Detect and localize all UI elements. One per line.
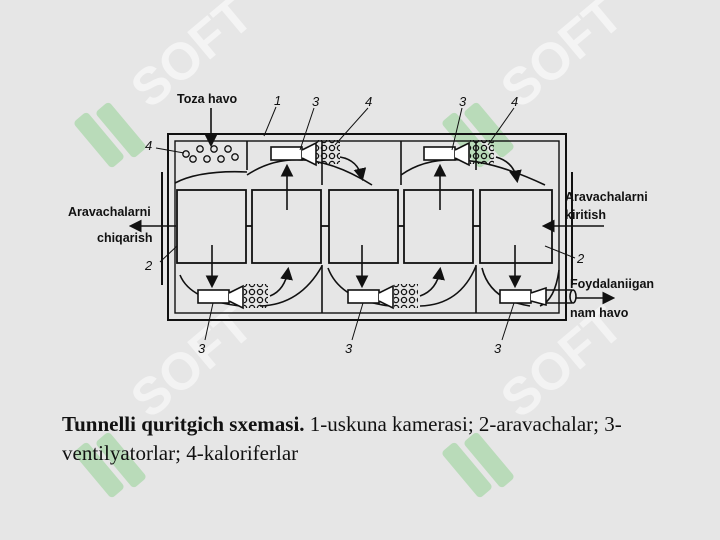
number-3-top-a: 3 [312, 94, 320, 109]
number-3-top-b: 3 [459, 94, 467, 109]
label-clean-air: Toza havo [177, 92, 238, 106]
figure-caption: Tunnelli quritgich sxemasi. 1-uskuna kam… [62, 410, 682, 468]
fan-icon [423, 141, 470, 167]
number-1: 1 [274, 93, 281, 108]
leader-lines [155, 106, 576, 341]
airflow-arrows [128, 108, 616, 305]
number-2-left: 2 [144, 258, 153, 273]
fans [197, 141, 547, 310]
cart [403, 189, 474, 264]
fan-icon [270, 141, 317, 167]
label-exit-line1: Aravachalarni [68, 205, 151, 219]
cart [328, 189, 399, 264]
watermark-logo-icon [74, 102, 514, 498]
heater-icon [470, 140, 494, 164]
number-4-top-b: 4 [511, 94, 518, 109]
fan-icon [499, 286, 547, 307]
number-3-bottom-b: 3 [345, 341, 353, 356]
label-entry-line1: Aravachalarni [565, 190, 648, 204]
number-4-left: 4 [145, 138, 152, 153]
heater-icon [244, 284, 268, 308]
carts [176, 189, 553, 264]
lower-partitions [179, 265, 560, 313]
heater-icon [182, 145, 239, 163]
caption-text: 1-uskuna kamerasi; 2-aravachalar; 3-vent… [62, 412, 622, 465]
cart [479, 189, 553, 264]
label-exit-line2: chiqarish [97, 231, 153, 245]
label-used-air-line1: Foydalaniigan [570, 277, 654, 291]
heaters [182, 140, 494, 308]
number-3-bottom-c: 3 [494, 341, 502, 356]
number-4-top-a: 4 [365, 94, 372, 109]
label-entry-line2: kiritish [565, 208, 606, 222]
chamber-outline [161, 133, 573, 321]
number-3-bottom-a: 3 [198, 341, 206, 356]
number-2-right: 2 [576, 251, 585, 266]
caption-title: Tunnelli quritgich sxemasi. [62, 412, 305, 436]
exhaust-pipe [546, 289, 577, 304]
fan-icon [197, 284, 244, 310]
fan-icon [347, 284, 394, 310]
label-used-air-line2: nam havo [570, 306, 629, 320]
heater-icon [394, 284, 418, 308]
